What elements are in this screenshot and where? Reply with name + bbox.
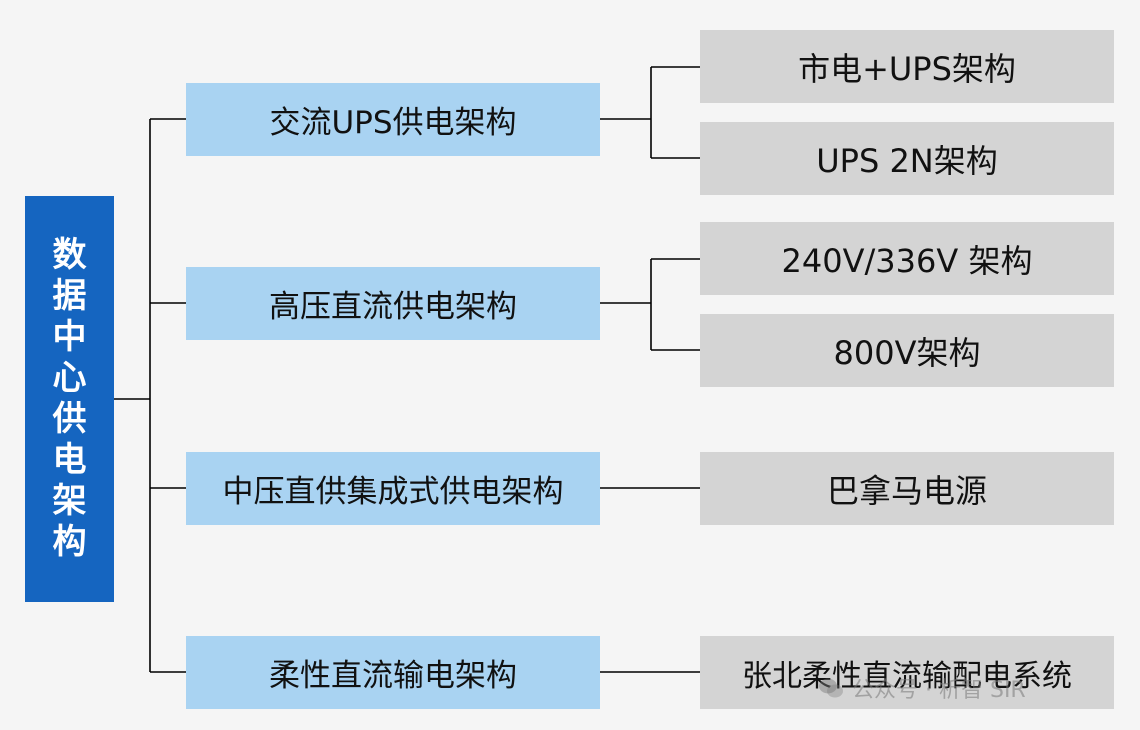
leaf-label: 市电+UPS架构: [798, 49, 1016, 88]
branch-label: 中压直供集成式供电架构: [222, 474, 564, 510]
leaf-label: UPS 2N架构: [816, 141, 998, 180]
leaf-node-zhangbei-flexible-dc: 张北柔性直流输配电系统: [700, 636, 1114, 709]
leaf-node-mains-ups: 市电+UPS架构: [700, 30, 1114, 103]
root-char: 中: [52, 317, 87, 357]
leaf-node-240v-336v: 240V/336V 架构: [700, 222, 1114, 295]
leaf-label: 张北柔性直流输配电系统: [742, 658, 1072, 694]
branch-node-flexible-dc: 柔性直流输电架构: [186, 636, 600, 709]
root-char: 供: [52, 399, 87, 439]
leaf-node-panama-power: 巴拿马电源: [700, 452, 1114, 525]
leaf-label: 巴拿马电源: [826, 471, 987, 510]
branch-node-ac-ups: 交流UPS供电架构: [186, 83, 600, 156]
watermark-text: 公众号 · 析智 SIR: [852, 678, 1026, 703]
root-char: 据: [52, 276, 87, 316]
root-char: 构: [52, 522, 87, 562]
root-char: 架: [52, 481, 87, 521]
root-node: 数 据 中 心 供 电 架 构: [25, 196, 114, 602]
watermark: 公众号 · 析智 SIR: [818, 672, 1026, 704]
branch-label: 柔性直流输电架构: [269, 658, 517, 694]
branch-label: 交流UPS供电架构: [269, 105, 517, 141]
leaf-label: 240V/336V 架构: [781, 241, 1033, 280]
root-char: 心: [52, 358, 87, 398]
leaf-label: 800V架构: [833, 333, 981, 372]
leaf-node-ups-2n: UPS 2N架构: [700, 122, 1114, 195]
leaf-node-800v: 800V架构: [700, 314, 1114, 387]
branch-node-mv-direct: 中压直供集成式供电架构: [186, 452, 600, 525]
branch-label: 高压直流供电架构: [269, 289, 517, 325]
root-char: 电: [52, 440, 87, 480]
branch-node-hvdc: 高压直流供电架构: [186, 267, 600, 340]
wechat-icon: [819, 678, 843, 698]
root-char: 数: [52, 235, 87, 275]
